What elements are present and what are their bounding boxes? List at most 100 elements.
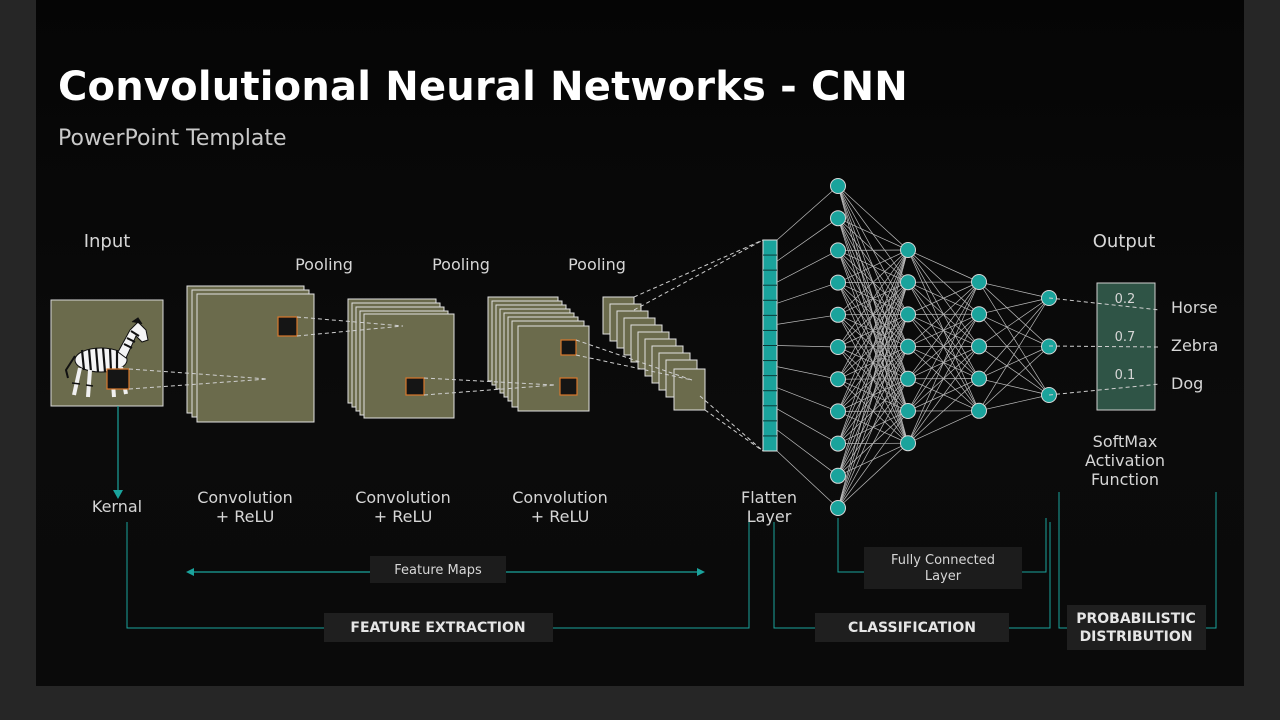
network-edge (978, 394, 1050, 412)
network-edge (776, 408, 839, 444)
kernel-arrow (113, 406, 123, 499)
stage-bracket-lines (126, 492, 1217, 629)
input-label: Input (84, 231, 131, 252)
network-node-layer-2 (900, 403, 916, 419)
network-node-layer-1 (830, 178, 846, 194)
network-edge (978, 346, 1050, 379)
kernel-label: Kernal (92, 497, 142, 516)
network-edge (907, 281, 980, 412)
output-dashed-lines (1048, 297, 1161, 396)
network-node-layer-1 (830, 500, 846, 516)
network-node-layer-2 (900, 274, 916, 291)
output-class-3: Dog (1171, 374, 1203, 393)
softmax-label-line-3: Function (1091, 470, 1159, 489)
conv-label-3-line-2: + ReLU (531, 507, 590, 526)
feature-map-3 (487, 296, 590, 412)
network-node-layer-1 (830, 403, 846, 420)
network-node-layer-1 (830, 371, 846, 388)
network-edge (907, 410, 980, 444)
feature-extraction-box (324, 613, 553, 642)
network-node-layer-3 (971, 274, 987, 290)
conv-label-2-line-2: + ReLU (374, 507, 433, 526)
network-node-layer-1 (830, 210, 846, 227)
network-node-layer-1 (830, 467, 846, 484)
softmax-label-line-1: SoftMax (1093, 432, 1158, 451)
network-edge (837, 185, 909, 251)
network-edge (907, 378, 980, 444)
conv-label-1-line-2: + ReLU (216, 507, 275, 526)
network-edge (978, 297, 1050, 347)
network-edge (978, 297, 1050, 411)
network-edge (837, 249, 909, 316)
network-node-layer-1 (830, 435, 846, 452)
network-edge (837, 282, 909, 509)
network-edge (837, 442, 909, 509)
network-edge (837, 249, 909, 283)
network-edges (776, 185, 1050, 509)
network-node-layer-2 (900, 370, 916, 387)
network-edge (837, 249, 909, 412)
network-edge (907, 314, 980, 444)
network-edge (837, 346, 909, 509)
network-node-layer-1 (830, 274, 846, 291)
conv-label-2-line-1: Convolution (355, 488, 451, 507)
output-probability-1: 0.2 (1115, 292, 1136, 307)
pooling-label-1: Pooling (295, 255, 353, 274)
network-nodes (830, 178, 1057, 516)
feature-maps-box (370, 556, 506, 583)
network-edge (907, 281, 980, 315)
network-edge (837, 217, 909, 251)
network-edge (978, 378, 1050, 396)
network-edge (907, 281, 980, 347)
conv-label-1-line-1: Convolution (197, 488, 293, 507)
network-edge (776, 366, 839, 380)
flatten-label-line-2: Layer (747, 507, 792, 526)
network-edge (837, 378, 909, 509)
fully-connected-label-line-2: Layer (925, 569, 962, 584)
kernel-projection-lines (128, 239, 764, 452)
network-node-layer-2 (900, 306, 916, 323)
network-edge (978, 297, 1050, 379)
network-edge (837, 249, 909, 476)
flatten-layer (762, 239, 778, 452)
network-node-layer-1 (830, 306, 846, 323)
network-edge (837, 314, 909, 509)
classification-label: CLASSIFICATION (848, 620, 976, 636)
network-edge (907, 346, 980, 444)
input-image (50, 299, 164, 407)
softmax-label-line-2: Activation (1085, 451, 1165, 470)
network-edge (837, 249, 909, 509)
conv-label-3-line-1: Convolution (512, 488, 608, 507)
network-node-layer-3 (971, 370, 987, 387)
network-edge (978, 281, 1050, 299)
network-edge (978, 281, 1050, 347)
network-node-layer-3 (971, 402, 987, 419)
output-class-1: Horse (1171, 298, 1218, 317)
pooling-label-2: Pooling (432, 255, 490, 274)
network-edge (907, 249, 980, 283)
network-node-layer-3 (971, 306, 987, 323)
feature-map-1 (186, 285, 315, 423)
network-edge (978, 346, 1050, 396)
output-class-2: Zebra (1171, 336, 1218, 355)
network-node-layer-1 (830, 242, 846, 259)
flatten-label-line-1: Flatten (741, 488, 797, 507)
network-edge (776, 282, 839, 304)
feature-map-4 (602, 296, 706, 411)
classification-box (815, 613, 1009, 642)
pooling-label-3: Pooling (568, 255, 626, 274)
network-edge (837, 249, 909, 348)
network-edge (978, 313, 1050, 347)
feature-map-2 (347, 298, 455, 419)
network-node-layer-2 (900, 338, 916, 355)
feature-maps-label: Feature Maps (394, 563, 482, 578)
network-edge (837, 249, 909, 444)
fully-connected-box (864, 547, 1022, 589)
network-edge (776, 250, 839, 283)
feature-extraction-label: FEATURE EXTRACTION (350, 620, 525, 636)
zebra-icon (64, 317, 149, 398)
page-subtitle: PowerPoint Template (58, 126, 287, 151)
network-edge (837, 249, 909, 380)
network-edge (776, 314, 839, 325)
network-edge (907, 281, 980, 444)
